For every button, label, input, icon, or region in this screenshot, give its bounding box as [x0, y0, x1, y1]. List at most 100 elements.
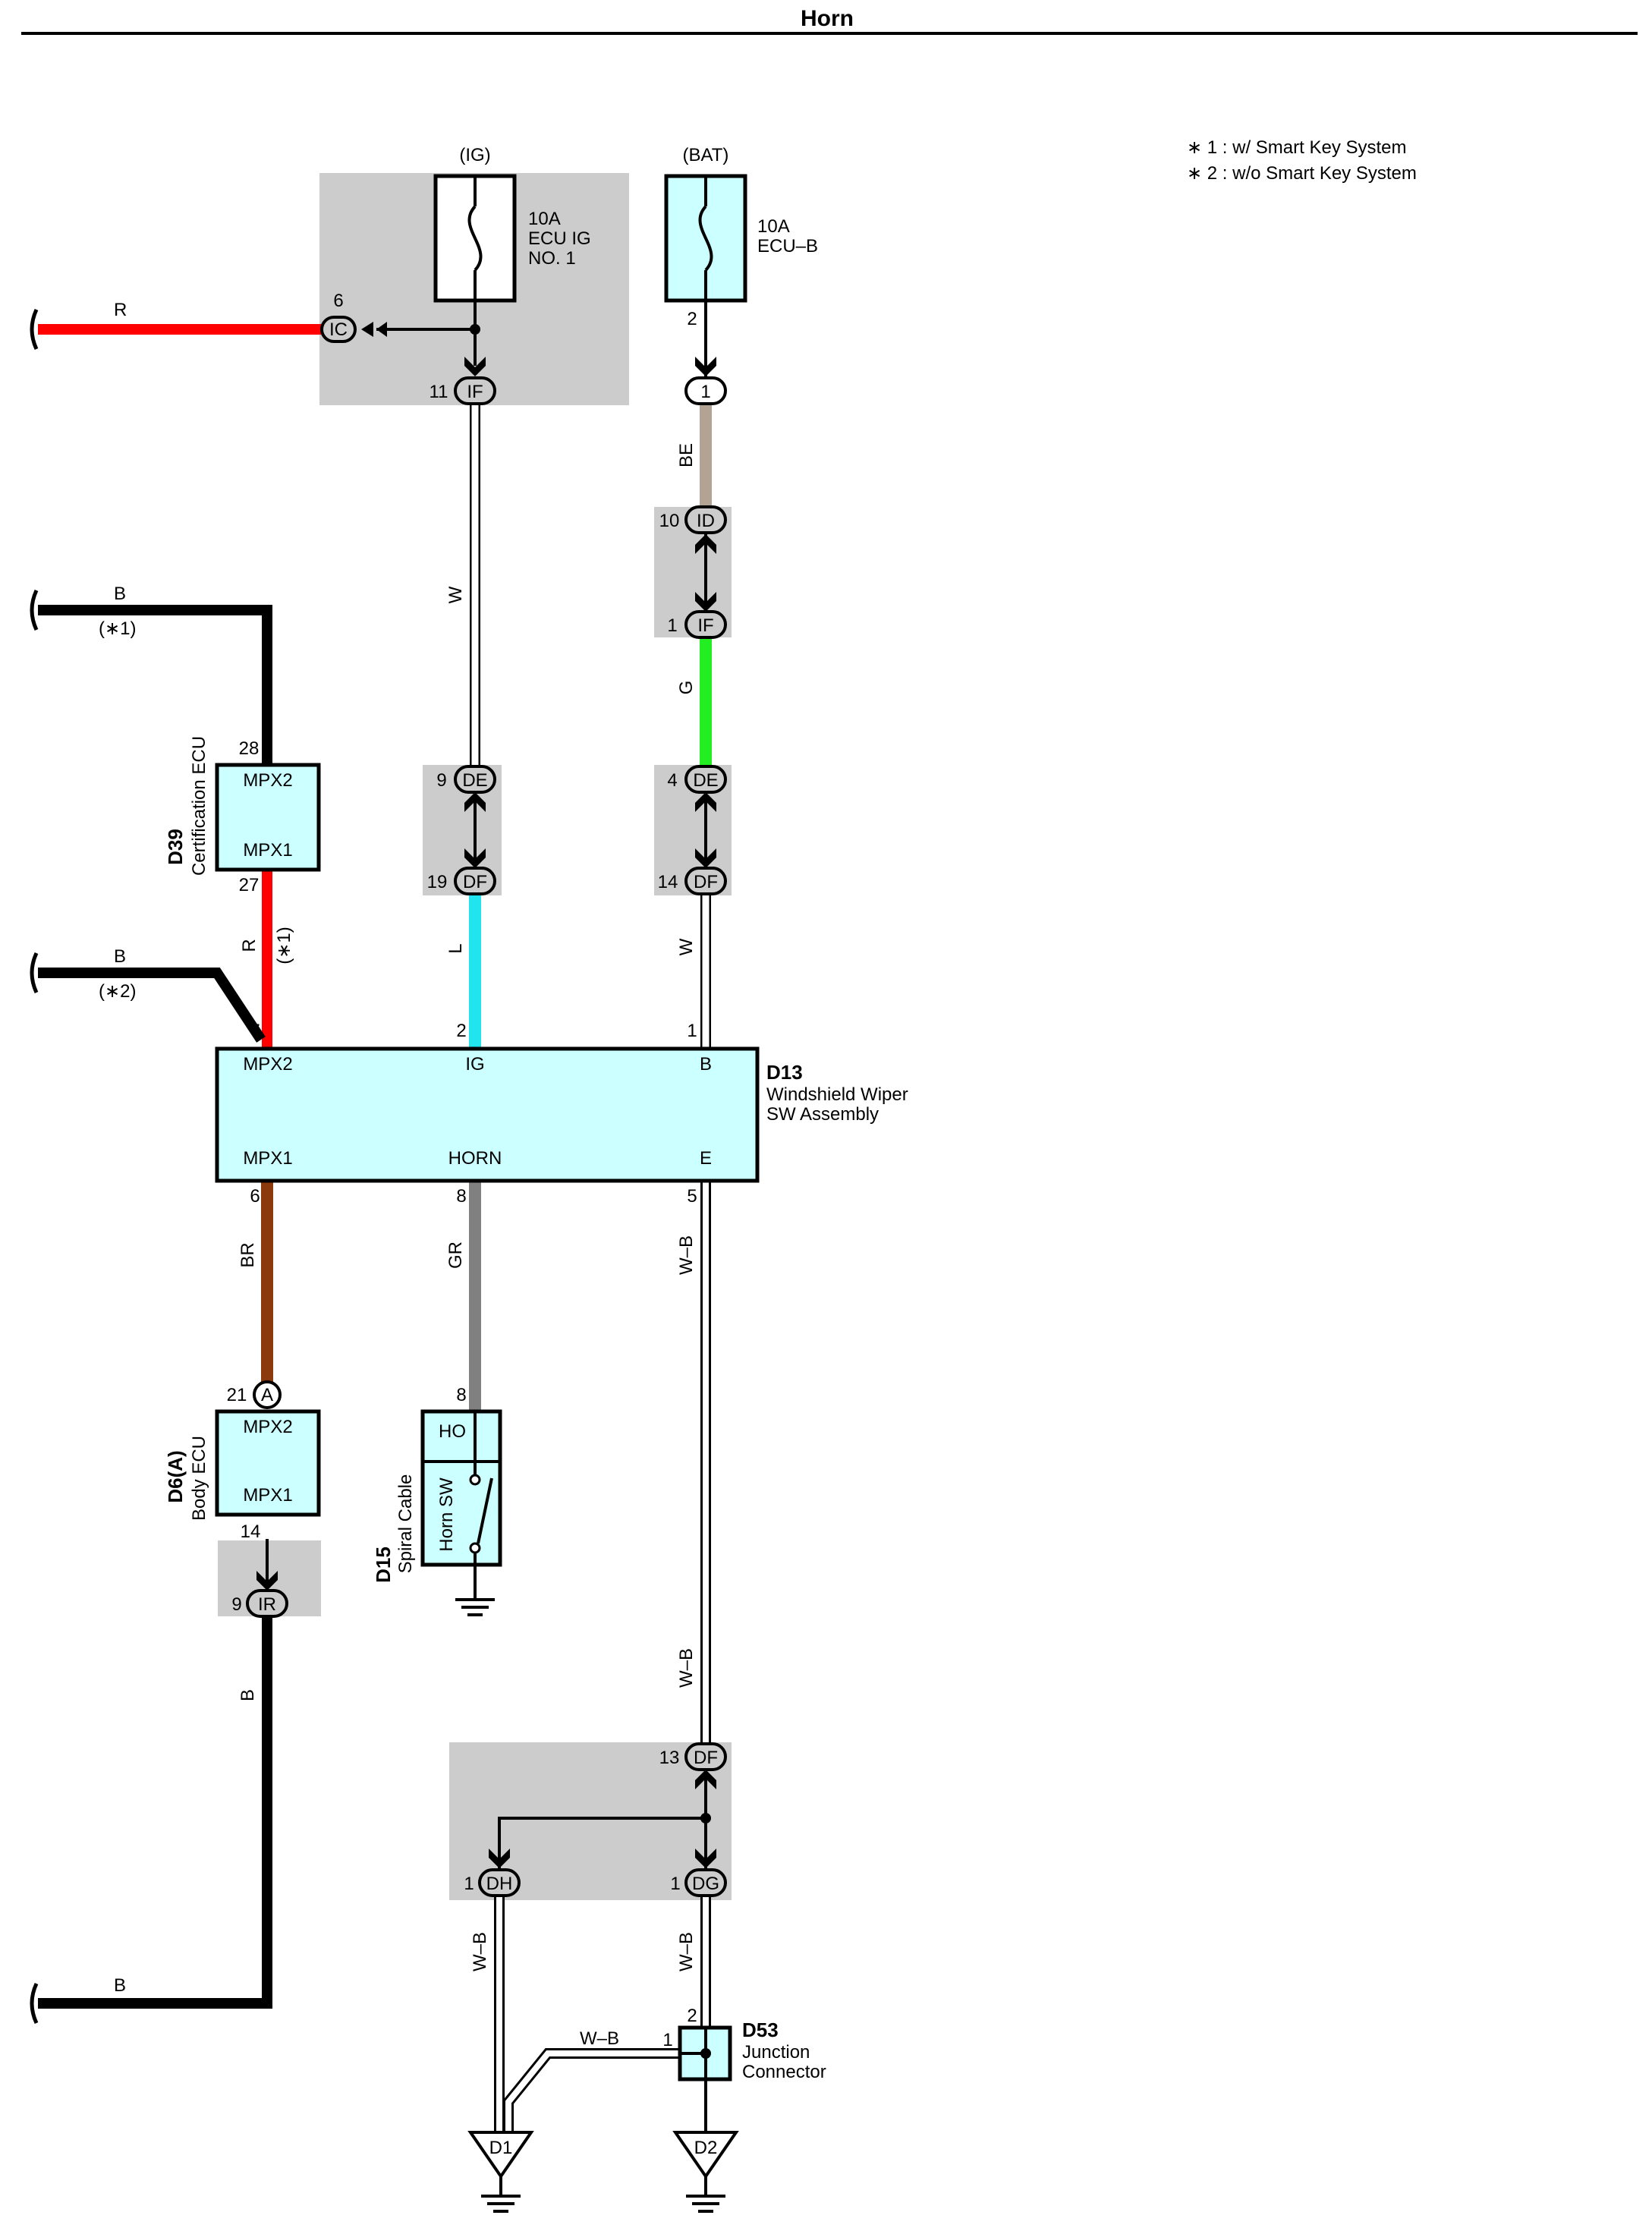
horn-switch-blade — [477, 1477, 493, 1544]
d15-terminal-ho: HO — [439, 1421, 466, 1442]
d39-pin-27: 27 — [239, 875, 260, 895]
arrow-df-ground — [695, 1770, 716, 1789]
d39-certification-ecu — [215, 763, 321, 872]
wire-note-b1: (∗1) — [99, 618, 136, 639]
wire-break-b-bottom — [30, 1982, 39, 2025]
d13-windshield-wiper-sw — [215, 1046, 760, 1183]
d13-pin-mpx2: 7 — [250, 1021, 260, 1041]
connector-ir — [246, 1571, 288, 1618]
d6-body-ecu — [215, 1409, 321, 1517]
splice-ig — [470, 324, 480, 335]
d13-terminal-b: B — [700, 1054, 712, 1075]
connector-df-ground-name: DF — [694, 1748, 718, 1768]
connector-de-left-name: DE — [462, 770, 487, 791]
connector-dh-name: DH — [486, 1874, 513, 1894]
d6-pin-14: 14 — [241, 1521, 261, 1542]
d53-pin-1: 1 — [662, 2030, 672, 2050]
wire-label-b-bottom: B — [114, 1975, 126, 1996]
connector-dg-name: DG — [692, 1874, 719, 1894]
wire-label-w-bat: W — [676, 938, 697, 955]
fuse-ecu-b — [664, 174, 747, 303]
note-2: ∗ 2 : w/o Smart Key System — [1187, 163, 1417, 184]
wire-break-r-top — [30, 308, 39, 351]
wire-label-r-top: R — [114, 300, 127, 320]
connector-if-ig — [454, 357, 496, 405]
connector-df-right — [684, 867, 727, 895]
d39-terminal-mpx2: MPX2 — [243, 770, 292, 791]
connector-a-pin: 21 — [227, 1385, 247, 1405]
connector-id-name: ID — [697, 511, 715, 531]
wire-label-be: BE — [676, 443, 697, 467]
wire-label-wb2: W–B — [676, 1648, 697, 1688]
wire-b2 — [38, 968, 266, 1043]
connector-ir-name: IR — [258, 1594, 276, 1615]
wire-label-g: G — [676, 681, 697, 695]
connector-ic-name: IC — [329, 319, 348, 340]
arrows-de-df-right — [695, 792, 716, 868]
connector-if-ig-pin: 11 — [430, 382, 448, 402]
d53-name2: Connector — [742, 2062, 826, 2082]
d39-code: D39 — [164, 829, 187, 865]
d15-code: D15 — [372, 1547, 395, 1583]
splice-ground — [700, 1813, 711, 1824]
d6-terminal-mpx1: MPX1 — [243, 1485, 292, 1506]
d53-name1: Junction — [742, 2042, 810, 2063]
d13-code: D13 — [766, 1061, 803, 1084]
wire-label-gr: GR — [445, 1241, 466, 1269]
d13-pin-ig: 2 — [456, 1021, 466, 1041]
wire-b1 — [38, 605, 272, 765]
connector-de-right-pin: 4 — [667, 770, 677, 791]
wire-label-wb-j: W–B — [580, 2028, 619, 2049]
ground-symbol-d15 — [455, 1598, 495, 1616]
page-title: Horn — [801, 6, 854, 31]
connector-a-name: A — [261, 1385, 273, 1405]
arrows-de-df-left — [464, 792, 486, 868]
connector-id — [684, 505, 727, 534]
wire-label-wb-dg: W–B — [676, 1932, 697, 1971]
d15-name: Spiral Cable — [395, 1474, 416, 1574]
connector-de-right-name: DE — [693, 770, 718, 791]
d15-pin-8: 8 — [456, 1385, 466, 1405]
fuse-ig-amp: 10A — [528, 209, 561, 229]
d13-pin-horn: 8 — [456, 1186, 466, 1207]
d53-splice — [700, 2048, 711, 2059]
connector-dh — [478, 1868, 521, 1897]
wire-label-b2: B — [114, 946, 126, 967]
connector-df-left-pin: 19 — [427, 872, 448, 892]
ground-point-d2 — [672, 2131, 739, 2213]
connector-dg-pin: 1 — [670, 1874, 680, 1894]
d15-spiral-cable — [420, 1409, 502, 1567]
wire-note-r-mid: (∗1) — [274, 927, 294, 964]
connector-bat-out — [684, 357, 727, 405]
arrow-dg — [695, 1849, 716, 1868]
wire-label-b-body: B — [238, 1689, 258, 1701]
connector-ic-pin: 6 — [333, 291, 343, 311]
d6-name: Body ECU — [189, 1436, 209, 1521]
ground-d2-label: D2 — [694, 2138, 718, 2158]
d13-terminal-mpx1: MPX1 — [243, 1148, 292, 1169]
wire-label-br: BR — [238, 1242, 258, 1267]
d13-name2: SW Assembly — [766, 1104, 879, 1125]
link-df-dh — [498, 1817, 706, 1868]
connector-if-bat — [684, 610, 727, 639]
fuse-ig-name1: ECU IG — [528, 228, 591, 249]
connector-if-ig-name: IF — [467, 382, 483, 402]
d13-terminal-e: E — [700, 1148, 712, 1169]
wire-label-w-ig: W — [445, 586, 466, 603]
wire-break-b1 — [30, 589, 39, 631]
fuse-ig-name2: NO. 1 — [528, 248, 576, 269]
fuse-bat-amp: 10A — [757, 216, 790, 237]
fuse-ig-supply-label: (IG) — [459, 145, 490, 165]
d13-terminal-horn: HORN — [448, 1148, 502, 1169]
d13-pin-b: 1 — [687, 1021, 697, 1041]
connector-id-pin: 10 — [659, 511, 680, 531]
fuse-ecu-ig-no1 — [433, 174, 517, 303]
connector-ic — [320, 316, 373, 343]
d39-terminal-mpx1: MPX1 — [243, 840, 292, 861]
connector-df-right-pin: 14 — [658, 872, 678, 892]
d15-horn-sw-label: Horn SW — [436, 1477, 457, 1552]
wire-label-l: L — [445, 943, 466, 953]
d6-code: D6(A) — [164, 1450, 187, 1503]
connector-de-left-pin: 9 — [436, 770, 446, 791]
